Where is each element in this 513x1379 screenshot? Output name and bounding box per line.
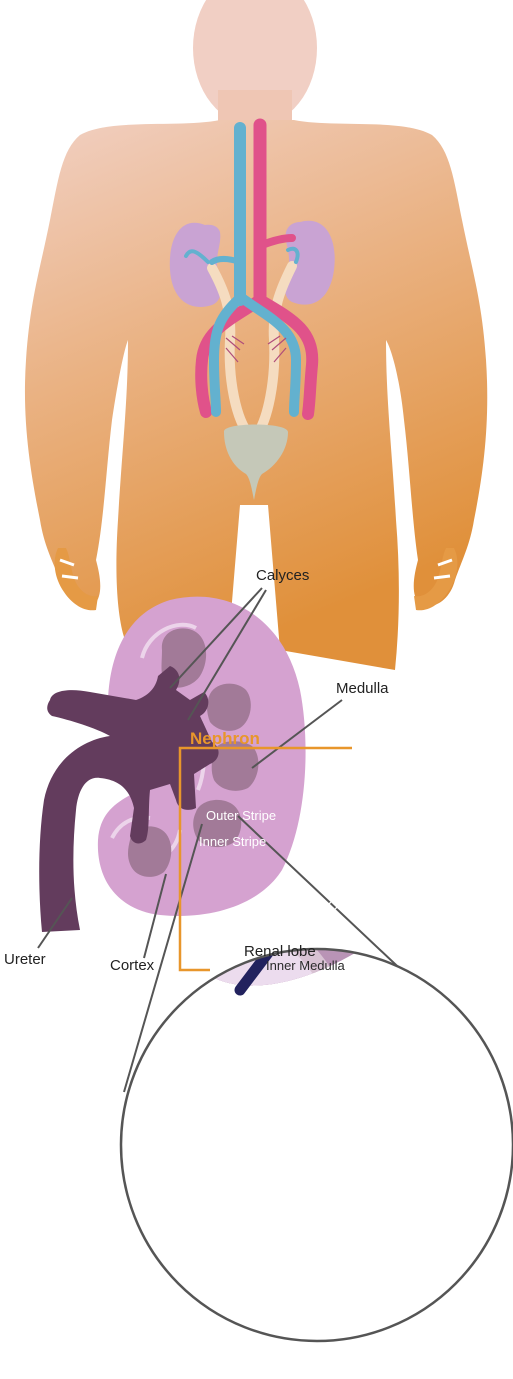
label-detail-cortex: Cortex bbox=[397, 868, 436, 883]
glomerulus bbox=[302, 792, 318, 808]
label-inner-stripe: Inner Stripe bbox=[199, 834, 266, 849]
efferent-arteriole bbox=[319, 804, 325, 810]
label-medulla: Medulla bbox=[336, 680, 389, 697]
afferent-arteriole bbox=[322, 796, 330, 804]
label-calyces: Calyces bbox=[256, 567, 309, 584]
pyramid-2 bbox=[207, 684, 251, 731]
label-cortex: Cortex bbox=[110, 957, 155, 974]
detail-circle-background bbox=[121, 949, 513, 1341]
label-nephron: Nephron bbox=[190, 729, 260, 748]
left-renal-vein bbox=[212, 259, 240, 262]
distal-segment bbox=[312, 796, 342, 828]
distal-connecting-tubule bbox=[340, 788, 373, 832]
label-outer-medulla: Outer Medulla bbox=[328, 898, 410, 913]
label-ureter: Ureter bbox=[4, 951, 46, 968]
label-outer-stripe: Outer Stripe bbox=[206, 808, 276, 823]
label-inner-medulla: Inner Medulla bbox=[266, 958, 346, 973]
